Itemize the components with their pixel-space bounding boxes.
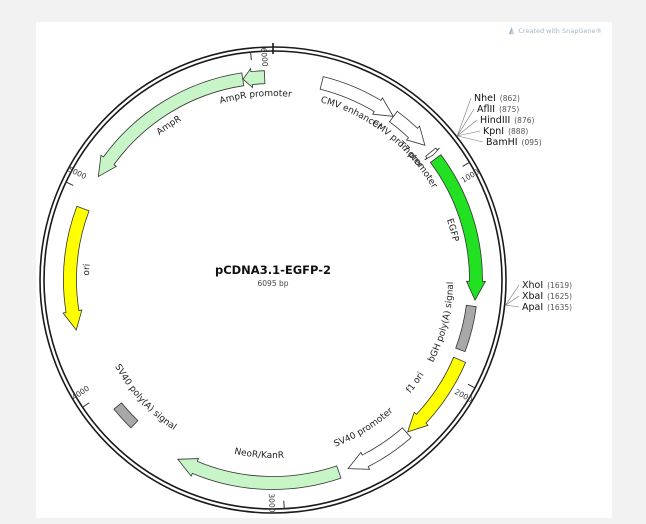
site-aflii: AflII (875) bbox=[477, 104, 519, 115]
feature-f1-ori bbox=[407, 356, 467, 433]
site-apai: ApaI (1635) bbox=[522, 302, 572, 313]
feature-neor-kanr bbox=[176, 458, 342, 490]
site-name: KpnI bbox=[483, 126, 504, 137]
feature-label-text: ori bbox=[82, 263, 93, 275]
feature-label-bgh-polya: bGH poly(A) signal bbox=[427, 282, 456, 365]
site-nhei: NheI (862) bbox=[474, 93, 520, 104]
feature-label-text: EGFP bbox=[444, 217, 460, 243]
label-guide-path bbox=[358, 117, 427, 180]
site-name: HindIII bbox=[480, 115, 510, 126]
tick-mark bbox=[467, 383, 476, 389]
site-leader-line bbox=[457, 135, 484, 143]
feature-label-f1-ori: f1 ori bbox=[405, 371, 427, 396]
site-position: (862) bbox=[500, 94, 520, 103]
site-position: (1635) bbox=[547, 303, 572, 312]
snapgene-logo-icon bbox=[509, 26, 515, 35]
tick-label: 6000 bbox=[259, 47, 270, 67]
feature-label-ampr-promoter: AmpR promoter bbox=[219, 89, 293, 107]
feature-bgh-polya bbox=[455, 304, 477, 353]
features bbox=[62, 67, 487, 490]
site-name: AflII bbox=[477, 104, 495, 115]
site-name: NheI bbox=[474, 93, 496, 104]
site-name: BamHI bbox=[486, 137, 518, 148]
feature-label-neor-kanr: NeoR/KanR bbox=[233, 447, 284, 461]
snapgene-badge: Created with SnapGene® bbox=[507, 26, 602, 35]
plasmid-name: pCDNA3.1-EGFP-2 bbox=[215, 263, 331, 277]
feature-t7-promoter bbox=[424, 147, 440, 161]
site-leader-line bbox=[457, 97, 472, 136]
label-guide-path bbox=[115, 98, 246, 186]
site-position: (1625) bbox=[547, 292, 572, 301]
site-position: (1619) bbox=[547, 281, 572, 290]
site-position: (876) bbox=[514, 116, 534, 125]
feature-label-egfp: EGFP bbox=[444, 217, 460, 243]
site-leader-line bbox=[505, 295, 520, 306]
feature-sv40-polya bbox=[113, 402, 139, 429]
plasmid-size: 6095 bp bbox=[258, 279, 289, 288]
tick-mark bbox=[65, 181, 74, 186]
feature-sv40-promoter bbox=[347, 427, 412, 470]
site-xhoi: XhoI (1619) bbox=[522, 280, 572, 291]
feature-cmv-enhancer bbox=[319, 76, 394, 117]
site-name: ApaI bbox=[522, 302, 543, 313]
site-leader-line bbox=[505, 284, 520, 306]
site-leader-line bbox=[457, 119, 478, 137]
feature-label-text: SV40 poly(A) signal bbox=[112, 363, 178, 433]
tick-label: 3000 bbox=[267, 493, 277, 513]
tick-mark bbox=[462, 161, 470, 167]
site-xbai: XbaI (1625) bbox=[522, 291, 572, 302]
feature-ori bbox=[62, 205, 90, 331]
feature-label-text: NeoR/KanR bbox=[233, 447, 284, 461]
feature-cmv-promoter bbox=[389, 110, 426, 146]
site-name: XhoI bbox=[522, 280, 543, 291]
feature-egfp bbox=[429, 154, 487, 301]
site-position: (888) bbox=[508, 127, 528, 136]
feature-ampr bbox=[97, 72, 245, 178]
feature-ampr-promoter bbox=[242, 67, 266, 89]
tick-label: 2000 bbox=[453, 387, 474, 404]
site-position: (095) bbox=[522, 138, 542, 147]
feature-label-text: f1 ori bbox=[405, 371, 427, 396]
site-name: XbaI bbox=[522, 291, 543, 302]
tick-label: 5000 bbox=[67, 165, 88, 181]
site-bamhi: BamHI (095) bbox=[486, 137, 542, 148]
backbone bbox=[39, 43, 507, 514]
snapgene-badge-text: Created with SnapGene® bbox=[518, 26, 602, 35]
feature-label-text: AmpR promoter bbox=[219, 89, 293, 107]
tick-mark bbox=[82, 402, 90, 408]
tick-mark bbox=[250, 52, 252, 61]
tick-label: 4000 bbox=[70, 384, 91, 402]
site-leader-line bbox=[505, 304, 520, 308]
site-hindiii: HindIII (876) bbox=[480, 115, 534, 126]
feature-label-ori: ori bbox=[82, 263, 93, 275]
restriction-sites: NheI (862) AflII (875)HindIII (876) KpnI (888)… bbox=[457, 93, 572, 313]
feature-label-sv40-polya: SV40 poly(A) signal bbox=[112, 363, 178, 433]
site-position: (875) bbox=[499, 105, 519, 114]
site-leader-line bbox=[457, 130, 481, 137]
site-leader-line bbox=[457, 108, 475, 137]
feature-label-text: bGH poly(A) signal bbox=[427, 282, 456, 365]
site-kpni: KpnI (888) bbox=[483, 126, 528, 137]
label-guide-path bbox=[383, 133, 441, 206]
